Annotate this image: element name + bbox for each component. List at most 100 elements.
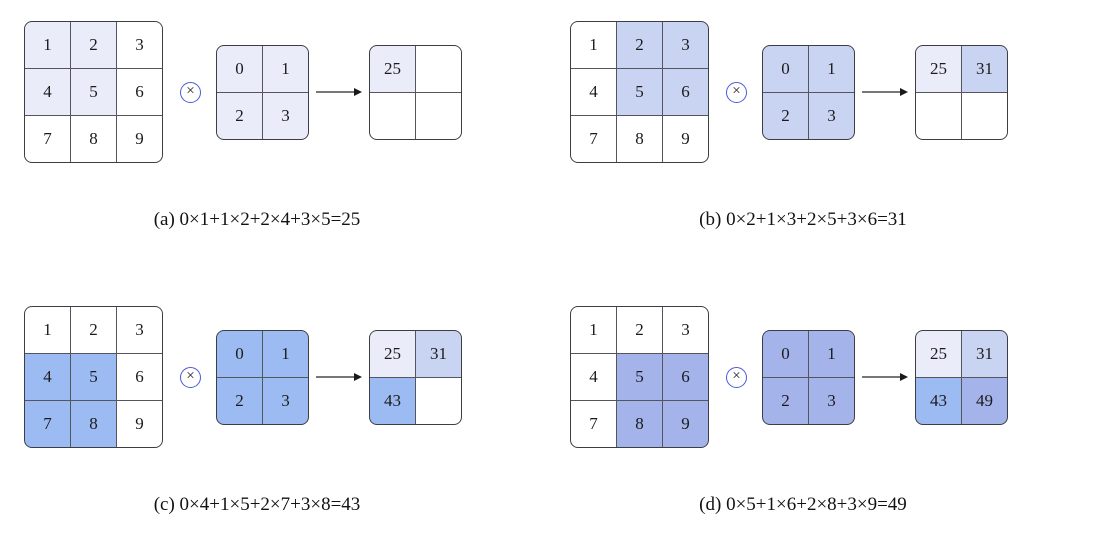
matrix-cell: 9: [663, 116, 708, 162]
panel-d-diagram: 1 2 3 4 5 6 7 8 9 × 0 1 2 3: [570, 306, 1008, 448]
kernel-cell: 3: [263, 377, 308, 424]
matrix-cell: 6: [117, 354, 162, 400]
output-cell: 49: [962, 377, 1007, 424]
output-cell: [962, 92, 1007, 139]
circled-times-icon: ×: [180, 81, 201, 103]
panel-d: 1 2 3 4 5 6 7 8 9 × 0 1 2 3: [558, 277, 1008, 554]
kernel-cell: 0: [217, 45, 262, 92]
kernel-cell: 1: [263, 330, 308, 377]
kernel-matrix: 0 1 2 3: [216, 44, 309, 140]
output-cell: 25: [370, 330, 415, 377]
output-matrix: 25 31: [915, 44, 1008, 140]
input-matrix: 1 2 3 4 5 6 7 8 9: [570, 306, 709, 448]
panel-b-caption: (b) 0×2+1×3+2×5+3×6=31: [699, 209, 907, 230]
times-glyph: ×: [186, 368, 195, 384]
kernel-cell: 2: [763, 92, 808, 139]
output-cell: [370, 92, 415, 139]
arrow-right-icon: [316, 371, 363, 383]
matrix-cell: 3: [117, 307, 162, 353]
matrix-cell: 7: [25, 116, 70, 162]
output-matrix: 25: [369, 44, 462, 140]
kernel-cell: 2: [217, 377, 262, 424]
kernel-cell: 1: [263, 45, 308, 92]
circled-times-icon: ×: [180, 366, 201, 388]
matrix-cell: 1: [25, 307, 70, 353]
kernel-cell: 1: [809, 45, 854, 92]
output-cell: [916, 92, 961, 139]
panel-c: 1 2 3 4 5 6 7 8 9 × 0 1 2 3: [0, 277, 462, 554]
kernel-cell: 2: [217, 92, 262, 139]
matrix-cell: 2: [71, 307, 116, 353]
input-matrix: 1 2 3 4 5 6 7 8 9: [24, 306, 163, 448]
matrix-cell: 4: [571, 354, 616, 400]
matrix-cell: 4: [571, 69, 616, 115]
matrix-cell: 1: [571, 22, 616, 68]
times-glyph: ×: [186, 83, 195, 99]
input-matrix: 1 2 3 4 5 6 7 8 9: [570, 21, 709, 163]
input-matrix: 1 2 3 4 5 6 7 8 9: [24, 21, 163, 163]
output-cell: 43: [370, 377, 415, 424]
arrow-right-icon: [862, 86, 909, 98]
matrix-cell: 7: [571, 401, 616, 447]
matrix-cell: 5: [617, 69, 662, 115]
arrow-right-icon: [316, 86, 363, 98]
kernel-cell: 0: [763, 330, 808, 377]
output-matrix: 25 31 43: [369, 329, 462, 425]
matrix-cell: 1: [25, 22, 70, 68]
output-cell: 31: [416, 330, 461, 377]
matrix-cell: 9: [117, 401, 162, 447]
circled-times-icon: ×: [726, 366, 747, 388]
arrow-right-icon: [862, 371, 909, 383]
output-matrix: 25 31 43 49: [915, 329, 1008, 425]
output-cell: 25: [370, 45, 415, 92]
panel-a: 1 2 3 4 5 6 7 8 9 × 0 1 2 3: [0, 0, 462, 277]
matrix-cell: 6: [117, 69, 162, 115]
matrix-cell: 5: [617, 354, 662, 400]
matrix-cell: 3: [663, 22, 708, 68]
matrix-cell: 9: [117, 116, 162, 162]
output-cell: [416, 92, 461, 139]
times-glyph: ×: [732, 83, 741, 99]
matrix-cell: 6: [663, 354, 708, 400]
output-cell: 25: [916, 330, 961, 377]
kernel-cell: 3: [809, 92, 854, 139]
output-cell: 31: [962, 45, 1007, 92]
circled-times-icon: ×: [726, 81, 747, 103]
matrix-cell: 7: [571, 116, 616, 162]
matrix-cell: 6: [663, 69, 708, 115]
matrix-cell: 8: [71, 401, 116, 447]
output-cell: [416, 45, 461, 92]
matrix-cell: 8: [617, 401, 662, 447]
panel-c-caption: (c) 0×4+1×5+2×7+3×8=43: [153, 494, 361, 515]
panel-b: 1 2 3 4 5 6 7 8 9 × 0 1 2 3: [558, 0, 1008, 277]
output-cell: 25: [916, 45, 961, 92]
matrix-cell: 8: [617, 116, 662, 162]
times-glyph: ×: [732, 368, 741, 384]
matrix-cell: 5: [71, 69, 116, 115]
matrix-cell: 2: [617, 22, 662, 68]
kernel-cell: 0: [763, 45, 808, 92]
kernel-matrix: 0 1 2 3: [762, 329, 855, 425]
matrix-cell: 2: [617, 307, 662, 353]
matrix-cell: 7: [25, 401, 70, 447]
matrix-cell: 2: [71, 22, 116, 68]
matrix-cell: 4: [25, 69, 70, 115]
matrix-cell: 1: [571, 307, 616, 353]
panel-b-diagram: 1 2 3 4 5 6 7 8 9 × 0 1 2 3: [570, 21, 1008, 163]
panel-a-diagram: 1 2 3 4 5 6 7 8 9 × 0 1 2 3: [24, 21, 462, 163]
panel-d-caption: (d) 0×5+1×6+2×8+3×9=49: [699, 494, 907, 515]
output-cell: 31: [962, 330, 1007, 377]
kernel-cell: 3: [809, 377, 854, 424]
kernel-cell: 2: [763, 377, 808, 424]
kernel-matrix: 0 1 2 3: [216, 329, 309, 425]
matrix-cell: 9: [663, 401, 708, 447]
kernel-matrix: 0 1 2 3: [762, 44, 855, 140]
matrix-cell: 5: [71, 354, 116, 400]
kernel-cell: 0: [217, 330, 262, 377]
matrix-cell: 4: [25, 354, 70, 400]
panel-c-diagram: 1 2 3 4 5 6 7 8 9 × 0 1 2 3: [24, 306, 462, 448]
kernel-cell: 1: [809, 330, 854, 377]
kernel-cell: 3: [263, 92, 308, 139]
